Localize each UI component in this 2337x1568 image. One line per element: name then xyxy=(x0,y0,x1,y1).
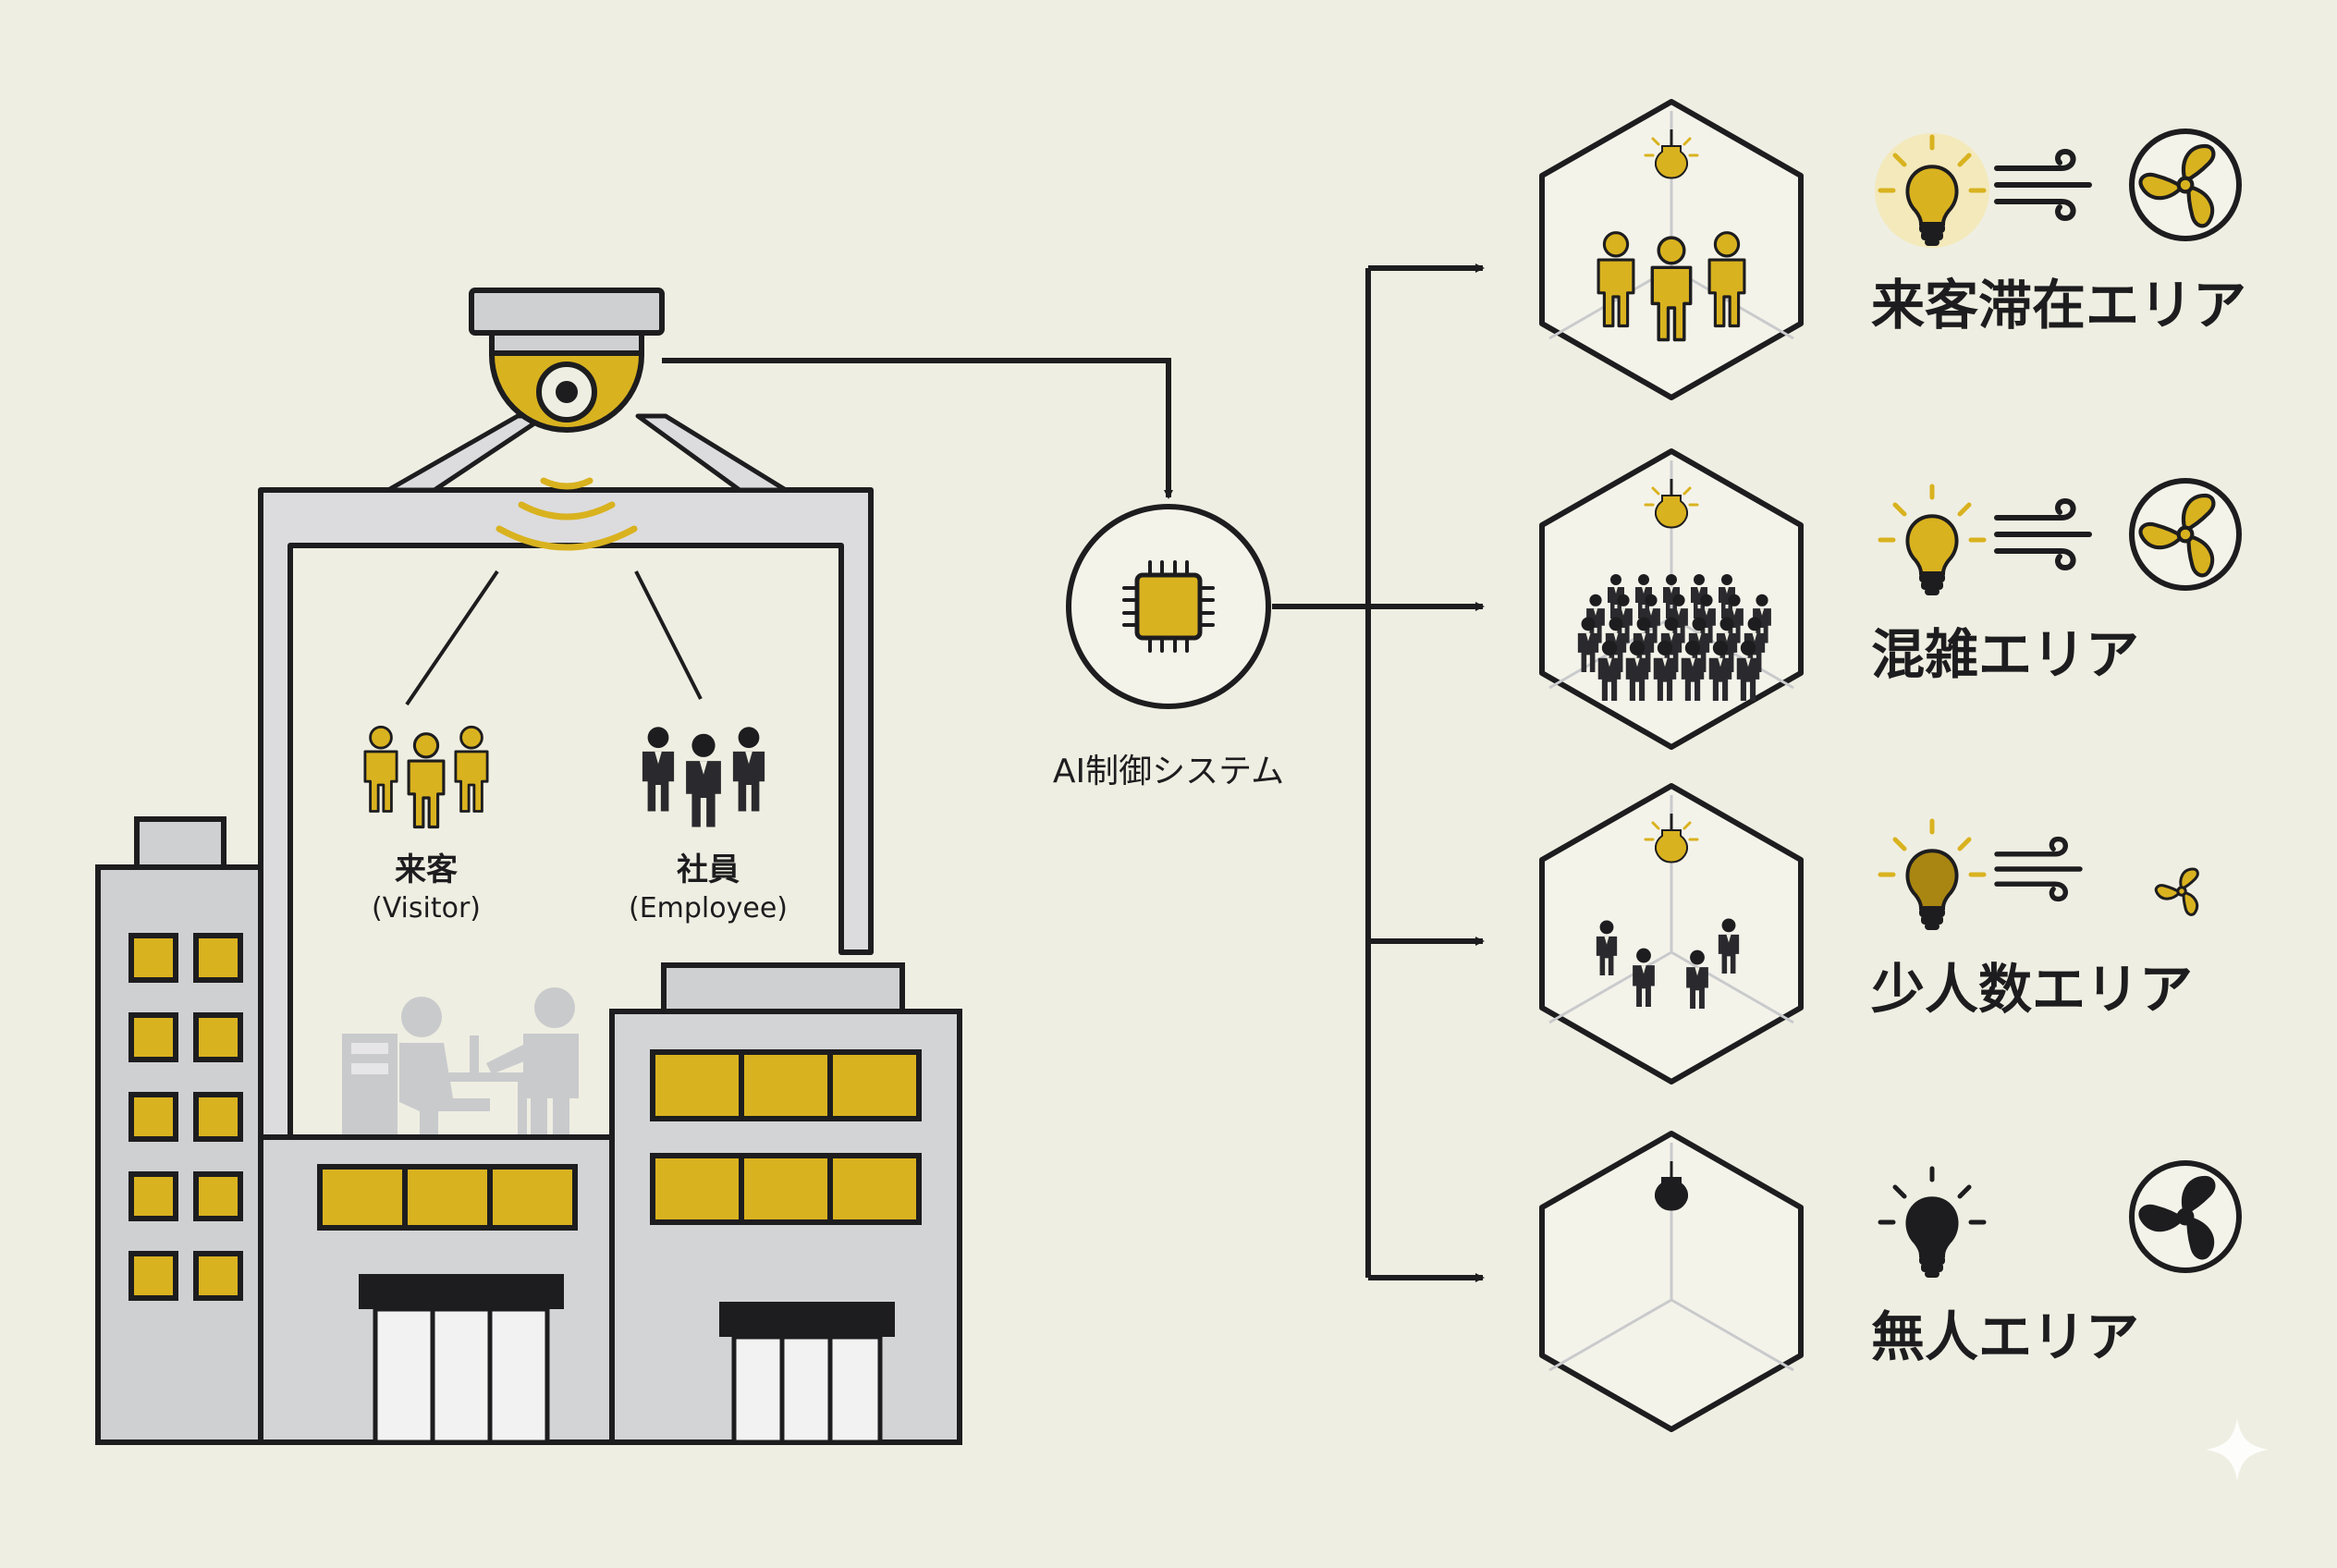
area-label: 混雑エリア xyxy=(1871,623,2139,686)
ceiling-light-icon xyxy=(1644,812,1699,864)
fan-small-icon xyxy=(2153,867,2203,918)
area-room-hexagon xyxy=(1542,102,1801,398)
building-illustration xyxy=(95,413,962,1445)
airflow-icon xyxy=(1997,501,2089,568)
area-label: 無人エリア xyxy=(1871,1305,2139,1368)
bulb-off-icon xyxy=(1878,1166,1987,1278)
window xyxy=(128,1171,178,1221)
fan-off-icon xyxy=(2129,1160,2242,1273)
bulb-dim-icon xyxy=(1878,818,1987,930)
fan-icon xyxy=(2129,478,2242,591)
central-frame xyxy=(258,413,874,1140)
area-row: 無人エリア xyxy=(1542,1133,2242,1429)
security-camera-icon xyxy=(469,288,665,551)
central-entrance-door xyxy=(359,1274,564,1445)
office-workers-silhouette xyxy=(342,987,579,1148)
area-room-hexagon xyxy=(1542,1133,1801,1429)
detection-line-employee xyxy=(634,570,703,700)
area-room-hexagon xyxy=(1542,786,1801,1082)
window xyxy=(128,1092,178,1142)
camera-to-ai-connector xyxy=(662,358,1173,499)
visitor-label: 来客 xyxy=(395,851,458,888)
lower-central-block xyxy=(258,1134,615,1445)
window xyxy=(193,1251,243,1301)
window xyxy=(128,1012,178,1062)
visitors-icon xyxy=(363,725,489,829)
area-room-hexagon xyxy=(1542,451,1801,747)
signal-waves-icon xyxy=(496,477,638,551)
ceiling-light-icon xyxy=(1644,477,1699,529)
window xyxy=(193,1092,243,1142)
right-entrance-door xyxy=(719,1302,895,1445)
airflow-icon xyxy=(1997,152,2089,218)
right-block xyxy=(609,962,962,1445)
window xyxy=(193,933,243,983)
window xyxy=(128,933,178,983)
window xyxy=(827,1153,922,1225)
window xyxy=(193,1012,243,1062)
detection-line-visitor xyxy=(405,570,499,706)
area-row: 来客滞在エリア xyxy=(1542,102,2246,398)
right-block-windows xyxy=(650,1049,922,1225)
employee-sub-label: (Employee) xyxy=(629,892,788,925)
airflow-icon xyxy=(1997,839,2080,900)
bulb-on-icon xyxy=(1878,484,1987,595)
area-row: 混雑エリア xyxy=(1542,451,2242,747)
cpu-chip-icon xyxy=(1124,562,1213,651)
window xyxy=(827,1049,922,1121)
area-row: 少人数エリア xyxy=(1542,786,2203,1082)
ai-to-areas-connector xyxy=(1272,263,1485,1282)
left-tower-windows xyxy=(128,933,243,1301)
window xyxy=(739,1153,833,1225)
ai-system-label: AI制御システム xyxy=(1053,753,1284,790)
visitor-sub-label: (Visitor) xyxy=(372,892,481,925)
window xyxy=(650,1153,744,1225)
left-tower xyxy=(95,816,265,1445)
window xyxy=(650,1049,744,1121)
lower-central-windows xyxy=(317,1164,578,1231)
ai-control-system: AI制御システム xyxy=(1053,504,1284,790)
area-label: 少人数エリア xyxy=(1871,958,2193,1021)
window xyxy=(128,1251,178,1301)
area-label: 来客滞在エリア xyxy=(1871,274,2246,337)
fan-icon xyxy=(2129,129,2242,241)
bulb-bright-icon xyxy=(1875,133,1989,248)
employees-icon xyxy=(642,727,765,827)
employee-label: 社員 xyxy=(677,851,740,888)
ceiling-light-icon xyxy=(1644,128,1699,179)
window xyxy=(193,1171,243,1221)
sparkle-icon xyxy=(2206,1418,2269,1481)
window xyxy=(739,1049,833,1121)
